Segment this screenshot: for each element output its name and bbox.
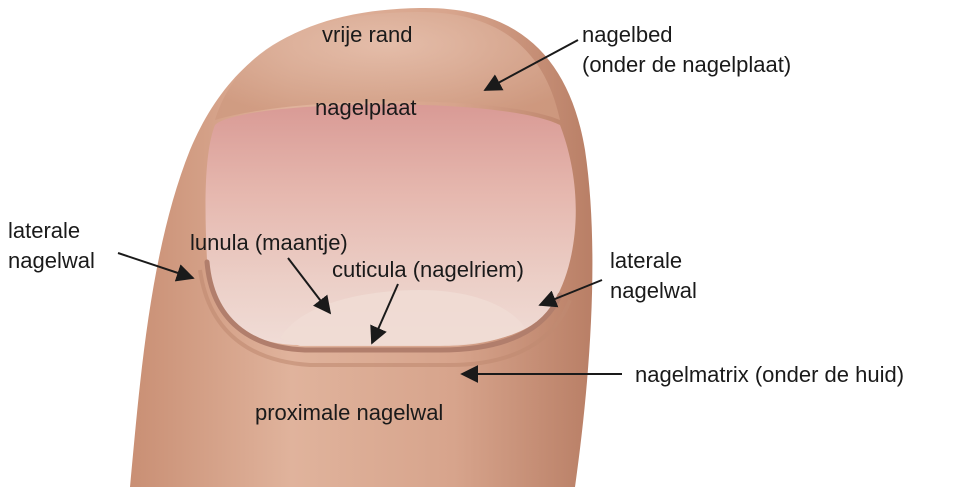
label-proximal-fold: proximale nagelwal — [255, 400, 443, 425]
label-matrix: nagelmatrix (onder de huid) — [635, 362, 904, 387]
label-lateral-right-sub: nagelwal — [610, 278, 697, 303]
label-nail-bed: nagelbed — [582, 22, 673, 47]
label-free-edge: vrije rand — [322, 22, 412, 47]
label-nail-bed-sub: (onder de nagelplaat) — [582, 52, 791, 77]
label-lateral-right: laterale — [610, 248, 682, 273]
label-cuticle: cuticula (nagelriem) — [332, 257, 524, 282]
label-nail-plate: nagelplaat — [315, 95, 417, 120]
label-lateral-left-sub: nagelwal — [8, 248, 95, 273]
label-lunula: lunula (maantje) — [190, 230, 348, 255]
label-lateral-left: laterale — [8, 218, 80, 243]
